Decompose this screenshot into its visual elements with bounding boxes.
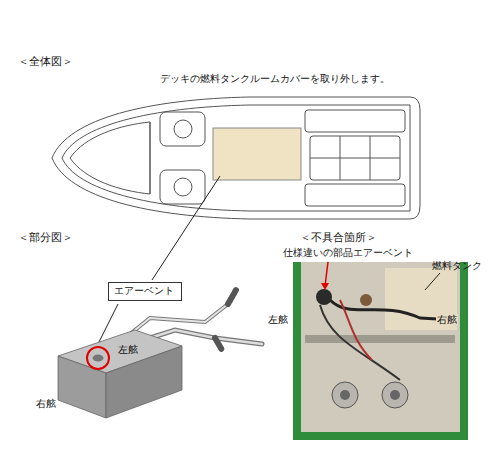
label-text: ＜部分図＞	[18, 232, 73, 245]
label-text: 仕様違いの部品エアーベント	[283, 247, 413, 259]
label-text: デッキの燃料タンクルームカバーを取り外します。	[160, 73, 390, 85]
defect-photo	[293, 262, 468, 440]
pointer-arrow	[325, 262, 328, 286]
label-text: 右舷	[36, 398, 56, 410]
callout-text: エアーベント	[114, 285, 176, 297]
label-text: 左舷	[118, 344, 138, 356]
tank-room-cover	[213, 128, 301, 180]
leader-line	[425, 273, 440, 290]
callout-box: エアーベント	[108, 282, 182, 301]
boat-outline	[52, 97, 420, 219]
fuel-tank	[58, 330, 182, 418]
label-text: 燃料タンク	[432, 260, 482, 272]
highlight-circle	[87, 347, 109, 369]
leader-line	[152, 176, 220, 280]
pointer-arrowhead	[321, 283, 329, 290]
label-text: ＜全体図＞	[18, 56, 73, 69]
label-text: 右舷	[436, 314, 458, 326]
label-text: 左舷	[268, 314, 288, 326]
label-text: ＜不具合箇所＞	[300, 232, 377, 245]
